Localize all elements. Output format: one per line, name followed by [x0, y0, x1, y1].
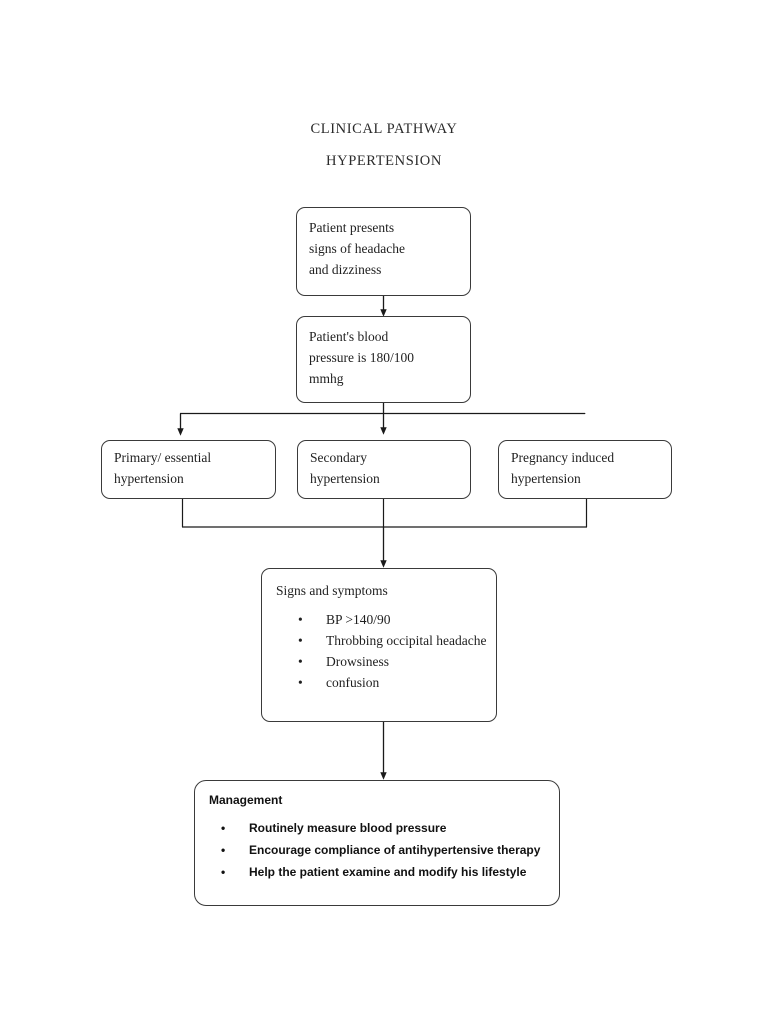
page-title-line-2: HYPERTENSION	[326, 153, 442, 169]
node-pregnancy-induced-hypertension[interactable]: Pregnancy induced hypertension	[498, 440, 672, 499]
node-patient-presentation-label: Patient presents signs of headache and d…	[309, 220, 405, 277]
page-title-line-1: CLINICAL PATHWAY	[310, 121, 458, 137]
management-list: Routinely measure blood pressureEncourag…	[221, 817, 551, 883]
node-management[interactable]: Management Routinely measure blood press…	[194, 780, 560, 906]
node-signs-and-symptoms-heading: Signs and symptoms	[276, 583, 388, 598]
list-item: confusion	[298, 673, 493, 693]
list-item: Routinely measure blood pressure	[221, 817, 551, 839]
node-patient-presentation[interactable]: Patient presents signs of headache and d…	[296, 207, 471, 296]
list-item: Throbbing occipital headache	[298, 631, 493, 651]
node-blood-pressure-label: Patient's blood pressure is 180/100 mmhg	[309, 329, 414, 386]
node-pregnancy-induced-hypertension-label: Pregnancy induced hypertension	[511, 450, 615, 486]
node-primary-essential-hypertension[interactable]: Primary/ essential hypertension	[101, 440, 276, 499]
list-item: BP >140/90	[298, 610, 493, 630]
node-blood-pressure[interactable]: Patient's blood pressure is 180/100 mmhg	[296, 316, 471, 403]
node-primary-essential-hypertension-label: Primary/ essential hypertension	[114, 450, 212, 486]
node-management-heading: Management	[209, 793, 283, 807]
node-secondary-hypertension-label: Secondary hypertension	[310, 450, 380, 486]
list-item: Drowsiness	[298, 652, 493, 672]
signs-and-symptoms-list: BP >140/90Throbbing occipital headacheDr…	[298, 610, 493, 694]
node-secondary-hypertension[interactable]: Secondary hypertension	[297, 440, 471, 499]
list-item: Help the patient examine and modify his …	[221, 861, 551, 883]
node-signs-and-symptoms[interactable]: Signs and symptoms BP >140/90Throbbing o…	[261, 568, 497, 722]
list-item: Encourage compliance of antihypertensive…	[221, 839, 551, 861]
